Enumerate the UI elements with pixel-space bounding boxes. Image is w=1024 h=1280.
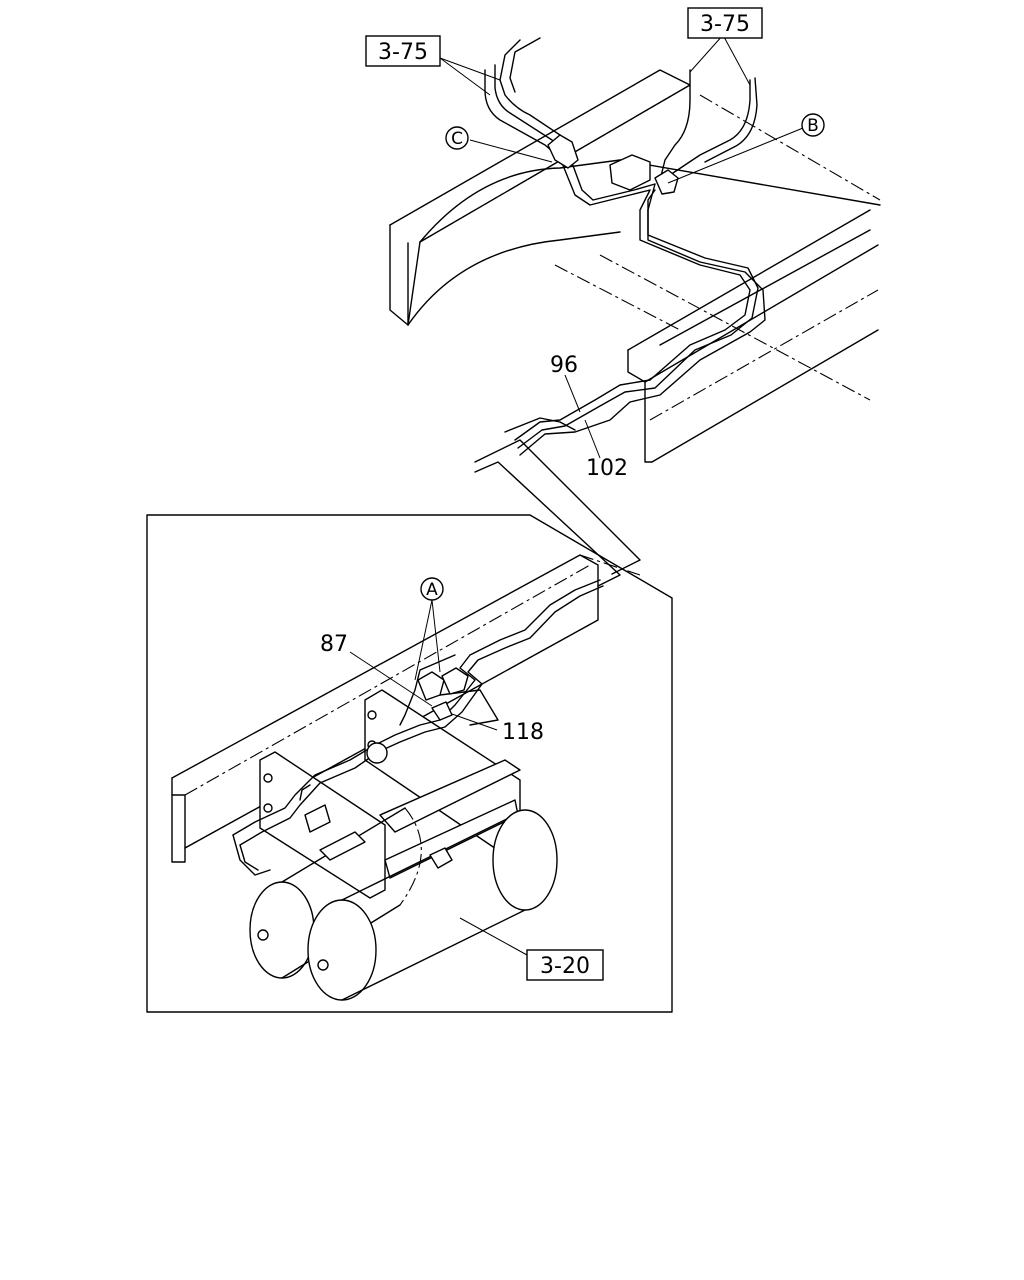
callout-c: C [445, 126, 469, 150]
callout-a-label: A [426, 580, 438, 600]
ref-box-3-20: 3-20 [526, 949, 604, 981]
part-number-87: 87 [320, 632, 348, 657]
tank-bracket [259, 689, 521, 899]
callout-b: B [801, 113, 825, 137]
ref-box-3-75-right: 3-75 [687, 7, 763, 39]
inset-frame [146, 514, 673, 1013]
ref-box-3-75-left: 3-75 [365, 35, 441, 67]
part-number-102: 102 [586, 456, 628, 481]
inset-pipes [232, 579, 604, 876]
upper-leaders [439, 34, 804, 459]
ref-label-3-75-right: 3-75 [700, 12, 750, 37]
ref-label-3-20: 3-20 [540, 954, 590, 979]
inset-leaders [349, 599, 528, 956]
part-number-96: 96 [550, 353, 578, 378]
break-connector [474, 439, 641, 587]
air-tanks [249, 807, 558, 1001]
callout-b-label: B [807, 116, 819, 136]
callout-c-label: C [451, 129, 463, 149]
upper-pipes [484, 37, 766, 456]
callout-a: A [420, 577, 444, 601]
part-number-118: 118 [502, 720, 544, 745]
ref-label-3-75-left: 3-75 [378, 40, 428, 65]
